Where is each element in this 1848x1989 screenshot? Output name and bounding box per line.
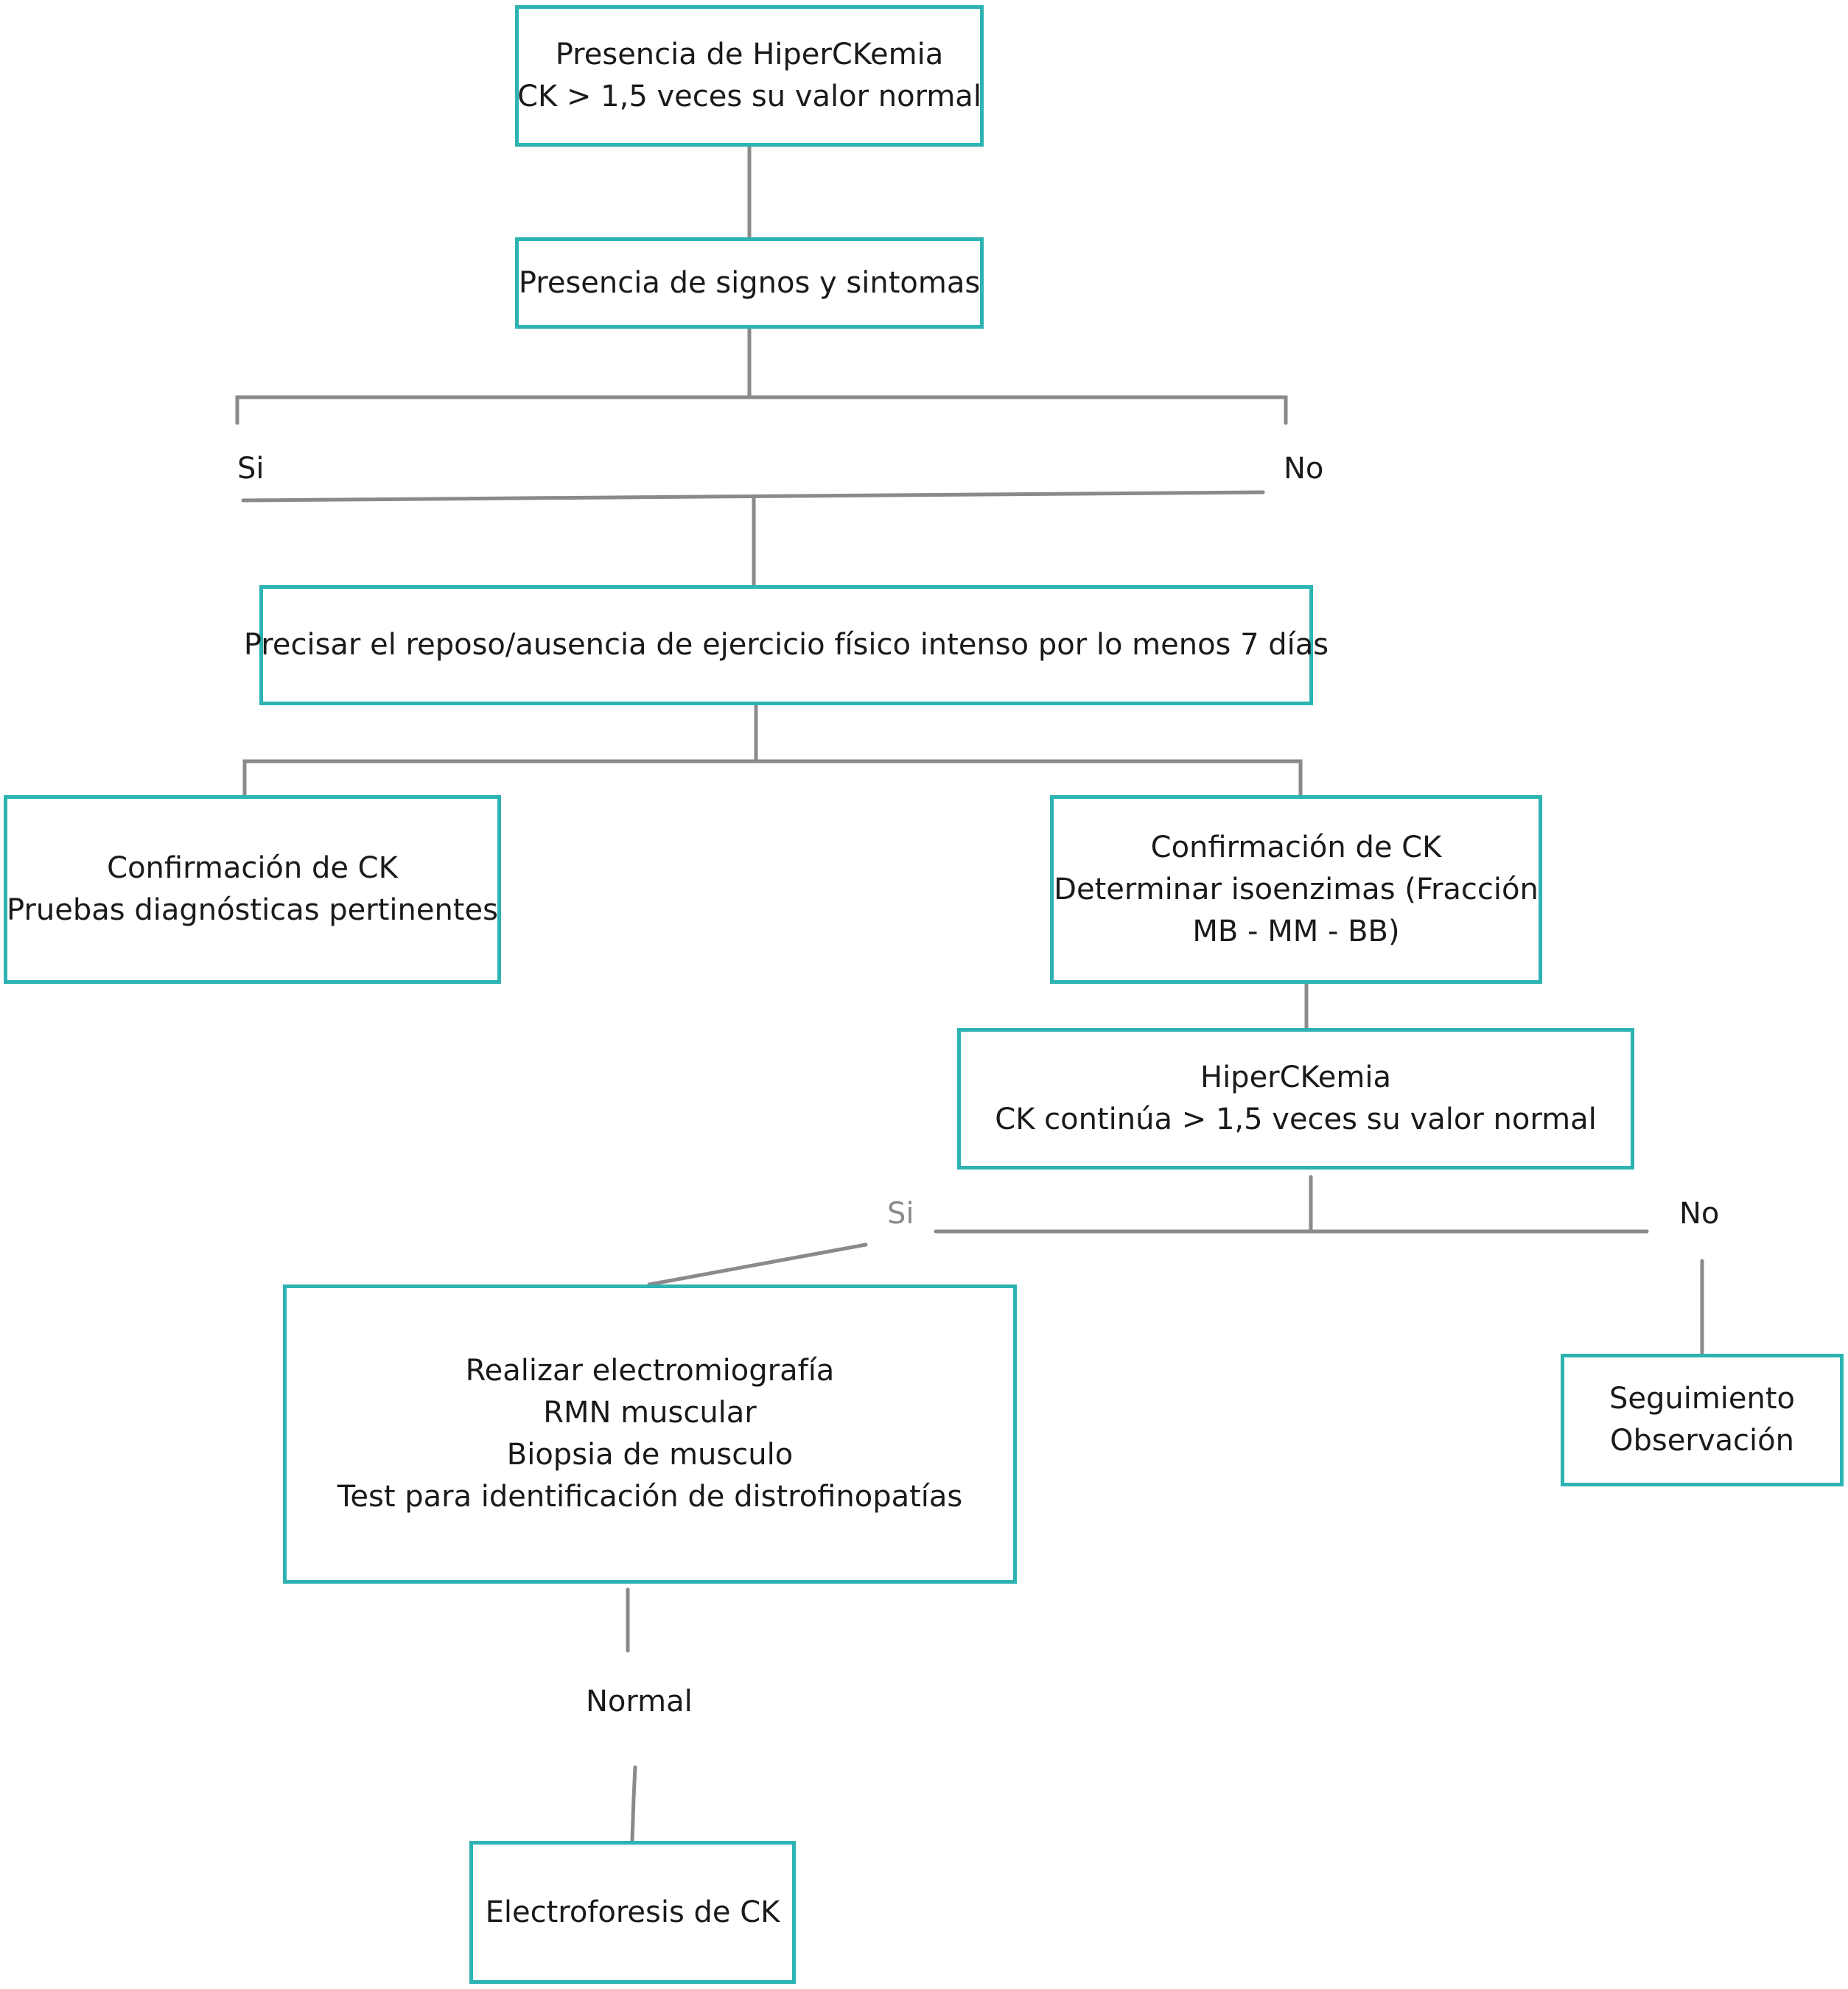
edge-label-normal: Normal xyxy=(586,1685,693,1719)
edge-label-no: No xyxy=(1679,1197,1720,1231)
branch-bracket-1 xyxy=(235,395,1288,425)
node-text-line: Observación xyxy=(1610,1424,1794,1458)
node-text-line: Precisar el reposo/ausencia de ejercicio… xyxy=(243,628,1329,662)
edge-label-no: No xyxy=(1284,452,1324,486)
node-text-line: Realizar electromiografía xyxy=(465,1354,835,1388)
node-text-line: Test para identificación de distrofinopa… xyxy=(337,1480,963,1514)
branch-bracket-2 xyxy=(242,759,1303,797)
node-text-line: Presencia de HiperCKemia xyxy=(555,38,944,71)
node-text-line: MB - MM - BB) xyxy=(1192,914,1400,948)
connector-yes-to-tests xyxy=(647,1242,868,1287)
node-text-line: CK > 1,5 veces su valor normal xyxy=(517,80,981,113)
node-diagnostic-tests: Confirmación de CK Pruebas diagnósticas … xyxy=(4,795,501,984)
node-further-tests: Realizar electromiografía RMN muscular B… xyxy=(283,1284,1017,1584)
node-text-line: CK continúa > 1,5 veces su valor normal xyxy=(995,1102,1597,1136)
connector-normal-to-electro xyxy=(630,1765,637,1843)
node-signs-symptoms: Presencia de signos y sintomas xyxy=(515,237,984,329)
node-text-line: Confirmación de CK xyxy=(107,851,398,885)
node-followup: Seguimiento Observación xyxy=(1561,1354,1844,1486)
node-text-line: Presencia de signos y sintomas xyxy=(518,265,981,300)
node-text-line: Seguimiento xyxy=(1609,1382,1796,1416)
node-persistent-hiperckemia: HiperCKemia CK continúa > 1,5 veces su v… xyxy=(957,1028,1634,1170)
node-text-line: Confirmación de CK xyxy=(1150,830,1442,864)
edge-label-yes: Si xyxy=(887,1197,914,1231)
node-text-line: Electroforesis de CK xyxy=(485,1895,780,1929)
node-text-line: Determinar isoenzimas (Fracción xyxy=(1054,872,1539,906)
node-text-line: HiperCKemia xyxy=(1200,1060,1391,1094)
edge-label-yes: Si xyxy=(237,452,265,486)
node-ck-electrophoresis: Electroforesis de CK xyxy=(469,1841,796,1984)
merge-line-1 xyxy=(241,490,1265,503)
node-text-line: Pruebas diagnósticas pertinentes xyxy=(7,893,498,927)
node-text-line: RMN muscular xyxy=(543,1396,757,1430)
node-text-line: Biopsia de musculo xyxy=(506,1438,794,1472)
node-isoenzymes: Confirmación de CK Determinar isoenzimas… xyxy=(1050,795,1542,984)
node-hiperckemia-presence: Presencia de HiperCKemia CK > 1,5 veces … xyxy=(515,5,984,147)
node-rest-period: Precisar el reposo/ausencia de ejercicio… xyxy=(244,585,1329,705)
